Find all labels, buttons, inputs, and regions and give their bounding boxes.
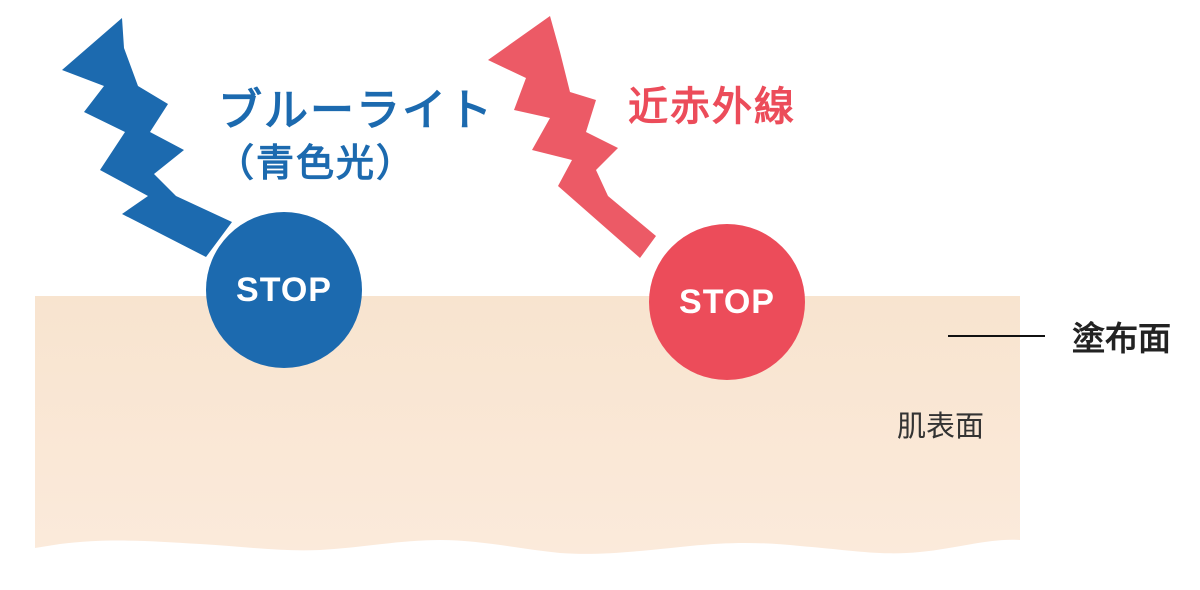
- red-lightning-bolt-icon: [488, 16, 656, 258]
- blue-lightning-bolt-icon: [62, 18, 232, 257]
- red-stop-badge: STOP: [649, 224, 805, 380]
- near-infrared-title: 近赤外線: [628, 84, 796, 130]
- blue-stop-badge: STOP: [206, 212, 362, 368]
- blue-light-subtitle: （青色光）: [216, 141, 417, 185]
- coating-surface-label: 塗布面: [1072, 319, 1171, 358]
- blue-light-title: ブルーライト: [218, 85, 494, 136]
- skin-surface-label: 肌表面: [897, 409, 985, 443]
- skin-layer: [35, 296, 1020, 554]
